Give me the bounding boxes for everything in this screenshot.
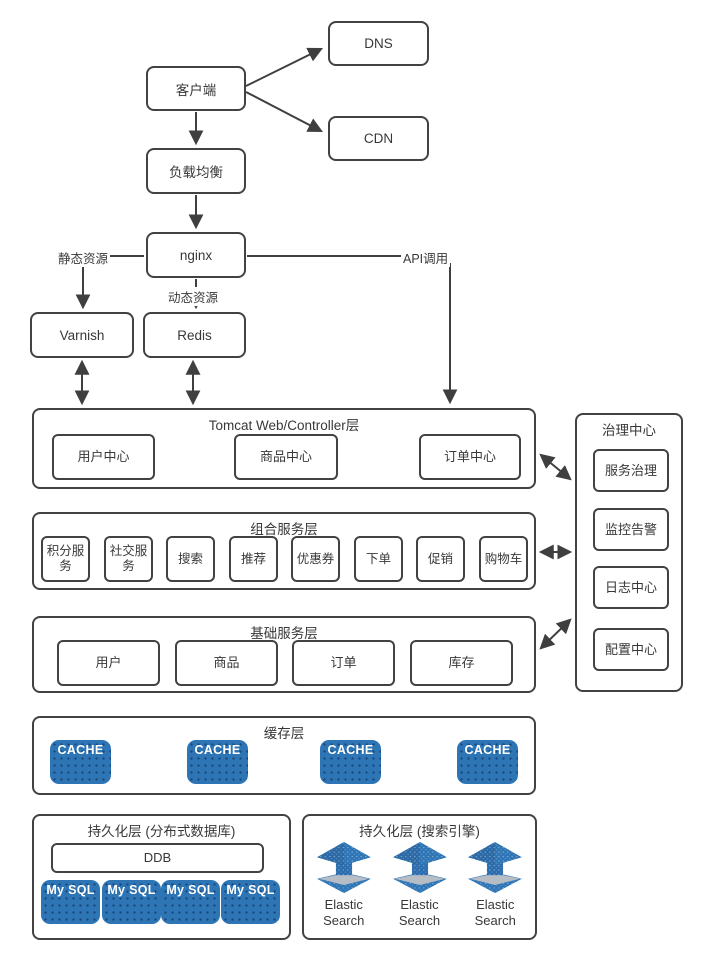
panel-governance-center: 治理中心 服务治理 监控告警 日志中心 配置中心	[575, 413, 683, 692]
mysql-node: My SQL	[161, 880, 220, 924]
elasticsearch-icon	[392, 842, 447, 894]
layer-composite: 组合服务层 积分服务 社交服务 搜索 推荐 优惠券 下单 促销 购物车	[32, 512, 536, 590]
layer-cache: 缓存层 CACHE CACHE CACHE CACHE	[32, 716, 536, 795]
service-points: 积分服务	[41, 536, 90, 582]
panel-governance-title: 治理中心	[602, 423, 656, 438]
edge-label-static-resources: 静态资源	[56, 248, 111, 267]
layer-persistence-db: 持久化层 (分布式数据库) DDB My SQL My SQL My SQL M…	[32, 814, 291, 940]
service-promotion: 促销	[416, 536, 465, 582]
service-social: 社交服务	[104, 536, 153, 582]
edge-label-dynamic-resources: 动态资源	[166, 287, 221, 306]
layer-basic: 基础服务层 用户 商品 订单 库存	[32, 616, 536, 693]
elasticsearch-label: Elastic Search	[398, 897, 441, 928]
elasticsearch-label: Elastic Search	[323, 897, 365, 928]
cache-node: CACHE	[320, 740, 381, 784]
node-load-balancer: 负载均衡	[146, 148, 246, 194]
cache-node: CACHE	[50, 740, 111, 784]
governance-service-governance: 服务治理	[593, 449, 669, 492]
mysql-node: My SQL	[102, 880, 161, 924]
edge-label-api-call: API调用	[401, 248, 451, 267]
layer-basic-title: 基础服务层	[250, 626, 318, 641]
elasticsearch-node: Elastic Search	[384, 842, 456, 929]
node-dns: DNS	[328, 21, 429, 66]
service-user: 用户	[57, 640, 160, 686]
service-coupon: 优惠券	[291, 536, 340, 582]
service-inventory: 库存	[410, 640, 513, 686]
layer-persistence-db-title: 持久化层 (分布式数据库)	[87, 824, 236, 839]
node-cdn: CDN	[328, 116, 429, 161]
mysql-node: My SQL	[41, 880, 100, 924]
layer-persistence-search-title: 持久化层 (搜索引擎)	[359, 824, 480, 839]
service-product-center: 商品中心	[234, 434, 338, 480]
service-order: 订单	[292, 640, 395, 686]
node-redis: Redis	[143, 312, 246, 358]
governance-config-center: 配置中心	[593, 628, 669, 671]
service-place-order: 下单	[354, 536, 403, 582]
layer-composite-title: 组合服务层	[250, 522, 318, 537]
ddb-node: DDB	[51, 843, 264, 873]
node-varnish: Varnish	[30, 312, 134, 358]
layer-cache-title: 缓存层	[263, 726, 305, 741]
node-nginx: nginx	[146, 232, 246, 278]
service-product: 商品	[175, 640, 278, 686]
elasticsearch-icon	[468, 842, 523, 894]
cache-node: CACHE	[187, 740, 248, 784]
layer-tomcat: Tomcat Web/Controller层 用户中心 商品中心 订单中心	[32, 408, 536, 489]
governance-monitoring-alert: 监控告警	[593, 508, 669, 551]
layer-tomcat-title: Tomcat Web/Controller层	[208, 418, 360, 433]
service-user-center: 用户中心	[52, 434, 155, 480]
cache-node: CACHE	[457, 740, 518, 784]
governance-log-center: 日志中心	[593, 566, 669, 609]
service-recommend: 推荐	[229, 536, 278, 582]
layer-persistence-search: 持久化层 (搜索引擎) Elastic Search	[302, 814, 537, 940]
node-client: 客户端	[146, 66, 246, 111]
elasticsearch-icon	[316, 842, 371, 894]
mysql-node: My SQL	[221, 880, 280, 924]
service-order-center: 订单中心	[419, 434, 521, 480]
elasticsearch-node: Elastic Search	[459, 842, 531, 929]
service-cart: 购物车	[479, 536, 528, 582]
elasticsearch-label: Elastic Search	[474, 897, 516, 928]
elasticsearch-node: Elastic Search	[308, 842, 380, 929]
service-search: 搜索	[166, 536, 215, 582]
